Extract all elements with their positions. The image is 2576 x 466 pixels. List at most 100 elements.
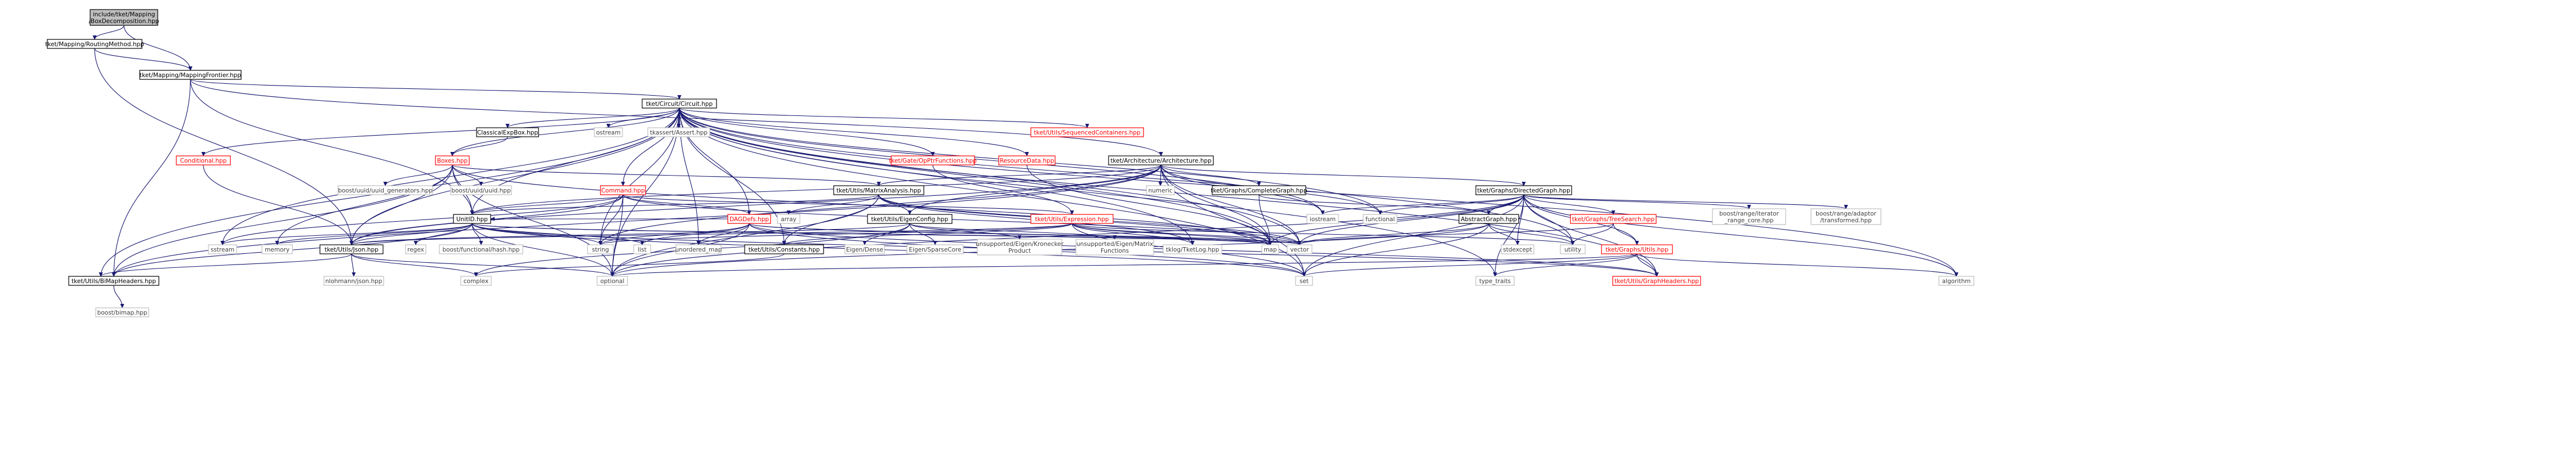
edge-json-to-complex (351, 253, 476, 276)
edge-graphutils-to-typetraits (1495, 253, 1638, 276)
node-gatedop[interactable]: tket/Gate/OpPtrFunctions.hpp (889, 155, 977, 165)
node-typetraits-label: type_traits (1479, 278, 1511, 285)
node-seqcont[interactable]: tket/Utils/SequencedContainers.hpp (1030, 127, 1144, 137)
node-iostream-box (1306, 214, 1339, 224)
node-utility: utility (1560, 244, 1586, 254)
node-tkassert-label: tkassert/Assert.hpp (650, 129, 708, 136)
node-eigensparse-box (906, 244, 964, 254)
edge-matrix-to-unitid (472, 194, 879, 214)
edge-circuit-to-boxes (452, 107, 680, 156)
node-nlohmann-label: nlohmann/json.hpp (326, 278, 382, 285)
node-complete[interactable]: tket/Graphs/CompleteGraph.hpp (1211, 185, 1307, 195)
node-unitid[interactable]: UnitID.hpp (453, 214, 491, 224)
node-command-label: Command.hpp (601, 187, 645, 194)
edge-treesearch-to-graphutils (1613, 223, 1637, 245)
node-memory-box (261, 244, 293, 254)
edge-directed-to-iostream (1323, 194, 1524, 214)
node-classicalexp[interactable]: ClassicalExpBox.hpp (476, 127, 539, 137)
edge-arch-to-string (600, 164, 1162, 245)
node-routing-label: tket/Mapping/RoutingMethod.hpp (45, 41, 144, 48)
edge-boxes-to-json (352, 164, 453, 245)
edge-routing-to-frontier (94, 48, 190, 70)
node-dagdefs[interactable]: DAGDefs.hpp (727, 214, 771, 224)
node-numeric: numeric (1146, 185, 1175, 195)
node-resource[interactable]: ResourceData.hpp (998, 155, 1056, 165)
edge-command-to-expression (622, 194, 1072, 214)
edge-expression-to-json (352, 223, 1073, 245)
node-unordered-label: unordered_map (675, 247, 722, 253)
edge-circuit-to-set (679, 107, 1304, 276)
edge-arch-to-directed (1160, 164, 1524, 186)
node-json[interactable]: tket/Utils/Json.hpp (319, 244, 384, 254)
node-treesearch[interactable]: tket/Graphs/TreeSearch.hpp (1570, 214, 1657, 224)
node-algorithm: algorithm (1938, 276, 1974, 286)
node-uuidgen-label: boost/uuid/uuid_generators.hpp (338, 187, 433, 194)
node-kronecker-box (977, 239, 1062, 256)
node-memory-label: memory (265, 247, 290, 253)
node-root[interactable]: include/tket/Mapping/BoxDecomposition.hp… (89, 9, 159, 26)
node-arch[interactable]: tket/Architecture/Architecture.hpp (1108, 155, 1214, 165)
edge-directed-to-utility (1523, 194, 1573, 245)
node-bimap[interactable]: tket/Utils/BiMapHeaders.hpp (68, 276, 159, 286)
node-tklog-label: tklog/TketLog.hpp (1166, 247, 1220, 253)
node-circuit[interactable]: tket/Circuit/Circuit.hpp (642, 98, 717, 109)
edge-dagdefs-to-vector (749, 223, 1300, 245)
edge-json-to-nlohmann (351, 253, 354, 276)
node-uuid-box (450, 185, 512, 195)
node-uuidgen: boost/uuid/uuid_generators.hpp (337, 185, 433, 195)
node-command[interactable]: Command.hpp (600, 185, 646, 195)
node-root-label: include/tket/Mapping/BoxDecomposition.hp… (89, 11, 159, 25)
edge-graphutils-to-set (1304, 253, 1638, 276)
edge-boxes-to-optional (452, 164, 612, 276)
edge-unitid-to-set (471, 223, 1304, 276)
edge-complete-to-map (1258, 194, 1270, 245)
node-nlohmann-box (323, 276, 384, 286)
node-iostream: iostream (1306, 214, 1339, 224)
node-string-label: string (592, 247, 609, 253)
node-dagdefs-box (727, 214, 771, 224)
node-sstream-box (208, 244, 237, 254)
node-array-box (777, 214, 800, 224)
node-matrix[interactable]: tket/Utils/MatrixAnalysis.hpp (833, 185, 924, 195)
node-adaptor-label: boost/range/adaptor/transformed.hpp (1816, 210, 1876, 224)
edge-directed-to-stdexcept (1518, 194, 1524, 245)
node-root-box (90, 9, 158, 26)
node-map-label: map (1263, 247, 1277, 253)
node-array: array (777, 214, 800, 224)
node-directed[interactable]: tket/Graphs/DirectedGraph.hpp (1475, 185, 1572, 195)
node-constants[interactable]: tket/Utils/Constants.hpp (744, 244, 824, 254)
node-typetraits: type_traits (1475, 276, 1515, 286)
node-graphheaders[interactable]: tket/Utils/GraphHeaders.hpp (1612, 276, 1701, 286)
edge-arch-to-set (1160, 164, 1304, 276)
node-eigenconfig[interactable]: tket/Utils/EigenConfig.hpp (867, 214, 953, 224)
node-optional-label: optional (600, 278, 625, 285)
node-classicalexp-box (476, 127, 539, 137)
node-regex: regex (405, 244, 426, 254)
node-vector-label: vector (1290, 247, 1309, 253)
node-eigendense-box (844, 244, 885, 254)
edge-constants-to-complex (476, 253, 785, 276)
node-seqcont-label: tket/Utils/SequencedContainers.hpp (1034, 129, 1140, 136)
edge-expression-to-vector (1071, 223, 1300, 245)
edge-json-to-exception (101, 253, 352, 276)
node-conditional[interactable]: Conditional.hpp (176, 155, 231, 165)
edge-unitid-to-string (471, 223, 600, 245)
node-arch-box (1108, 155, 1214, 165)
node-graphutils[interactable]: tket/Graphs/Utils.hpp (1601, 244, 1673, 254)
edge-abstractgraph-to-utility (1488, 223, 1573, 245)
node-adaptor-box (1810, 208, 1881, 225)
node-circuit-label: tket/Circuit/Circuit.hpp (646, 101, 713, 107)
edge-boxes-to-matrix (452, 164, 879, 186)
node-boxes[interactable]: Boxes.hpp (435, 155, 470, 165)
node-frontier[interactable]: tket/Mapping/MappingFrontier.hpp (139, 70, 242, 80)
node-gatedop-label: tket/Gate/OpPtrFunctions.hpp (889, 158, 977, 164)
node-expression[interactable]: tket/Utils/Expression.hpp (1030, 214, 1114, 224)
node-eigendense-label: Eigen/Dense (846, 247, 883, 253)
node-map: map (1261, 244, 1279, 254)
node-frontier-label: tket/Mapping/MappingFrontier.hpp (140, 72, 242, 79)
node-boxes-box (435, 155, 470, 165)
node-routing[interactable]: tket/Mapping/RoutingMethod.hpp (45, 39, 144, 49)
edge-circuit-to-map (679, 107, 1270, 245)
node-abstractgraph[interactable]: AbstractGraph.hpp (1458, 214, 1519, 224)
